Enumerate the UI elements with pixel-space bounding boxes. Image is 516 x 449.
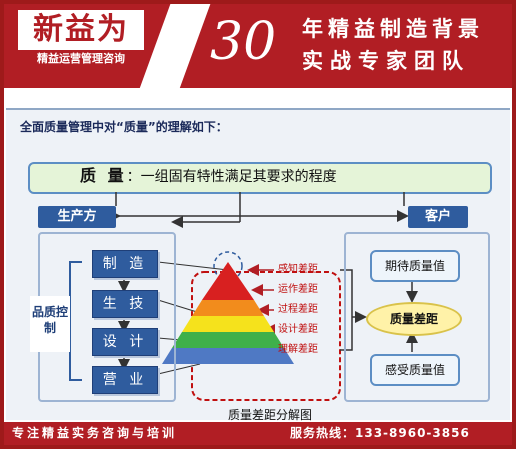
header-banner: 新益为 精益运营管理咨询 30 年精益制造背景 实战专家团队	[4, 4, 512, 88]
producer-label: 生产方	[38, 206, 116, 228]
header-line-2: 实战专家团队	[302, 49, 470, 73]
logo-sub-text: 精益运营管理咨询	[18, 50, 144, 68]
process-sales: 营 业	[92, 366, 158, 394]
pyramid-tier-1	[202, 262, 254, 300]
quality-control-label: 品质控制	[30, 296, 70, 352]
expected-quality-box: 期待质量值	[370, 250, 460, 282]
footer-banner: 专注精益实务咨询与培训 服务热线：133-8960-3856	[4, 422, 512, 445]
process-design: 设 计	[92, 328, 158, 356]
gap-label-operation: 运作差距	[278, 284, 318, 295]
process-manufacturing: 制 造	[92, 250, 158, 278]
perceived-quality-box: 感受质量值	[370, 354, 460, 386]
gap-label-design: 设计差距	[278, 324, 318, 335]
quality-diagram: 全面质量管理中对“质量”的理解如下： 质 量：一组固有特性满足其要求的程度	[6, 108, 510, 422]
brand-logo: 新益为 精益运营管理咨询	[18, 10, 144, 68]
definition-rest: ：一组固有特性满足其要求的程度	[126, 169, 337, 185]
footer-hotline: 服务热线：133-8960-3856	[290, 426, 470, 440]
years-number: 30	[210, 12, 277, 72]
page-inner: 新益为 精益运营管理咨询 30 年精益制造背景 实战专家团队 全面质量管理中对“…	[4, 4, 512, 445]
gap-label-understanding: 理解差距	[278, 344, 318, 355]
gap-label-process: 过程差距	[278, 304, 318, 315]
process-engineering: 生 技	[92, 290, 158, 318]
customer-panel	[344, 232, 490, 402]
header-divider-stripe	[133, 4, 215, 88]
definition-term: 质 量	[80, 166, 127, 185]
pyramid-caption: 质量差距分解图	[227, 408, 312, 422]
gap-label-perception: 感知差距	[278, 264, 318, 275]
footer-slogan: 专注精益实务咨询与培训	[12, 426, 178, 440]
connector-lines	[69, 192, 418, 401]
logo-main-text: 新益为	[33, 12, 129, 47]
customer-label: 客户	[408, 206, 468, 228]
definition-box	[28, 162, 492, 194]
diagram-title: 全面质量管理中对“质量”的理解如下：	[20, 120, 228, 134]
quality-gap-oval: 质量差距	[366, 302, 462, 336]
definition-text: 质 量：一组固有特性满足其要求的程度	[80, 166, 440, 187]
header-line-1: 年精益制造背景	[302, 17, 484, 41]
